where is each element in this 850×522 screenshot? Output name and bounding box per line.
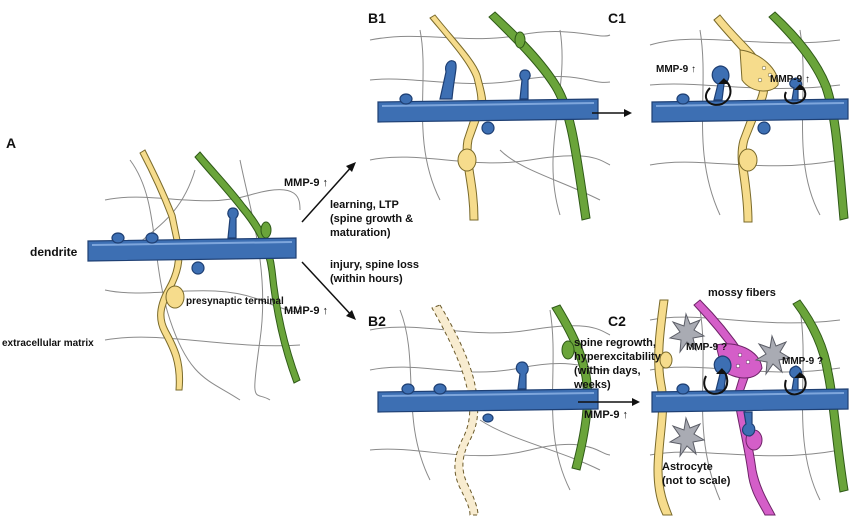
arrowhead-b2-c2	[632, 398, 640, 406]
c2-text-line3: (within days,	[574, 365, 641, 377]
panel-label-c1: C1	[608, 10, 626, 26]
astrocyte-right	[754, 334, 792, 376]
panel-label-a: A	[6, 135, 16, 151]
lower-text-line2: (within hours)	[330, 273, 403, 285]
extracellular-matrix-label: extracellular matrix	[2, 338, 94, 349]
panel-a	[87, 149, 302, 401]
panel-label-b1: B1	[368, 10, 386, 26]
astrocyte-bottom	[668, 416, 706, 458]
c2-mmp-right-label: MMP-9 ?	[782, 356, 823, 367]
upper-text-line2: (spine growth &	[330, 213, 413, 225]
green-axon	[194, 151, 301, 384]
presynaptic-terminal-label: presynaptic terminal	[186, 296, 284, 307]
c1-mmp-right-label: MMP-9 ↑	[770, 74, 810, 85]
upper-text-line3: maturation)	[330, 227, 391, 239]
c2-text-line1: spine regrowth,	[574, 337, 656, 349]
presynaptic-axon	[139, 149, 184, 391]
upper-text-line1: learning, LTP	[330, 199, 399, 211]
arrowhead-a-b1	[346, 162, 356, 172]
panel-label-c2: C2	[608, 313, 626, 329]
c2-text-line4: weeks)	[573, 379, 611, 391]
astrocyte-label-line1: Astrocyte	[662, 461, 713, 473]
arrow-a-b1	[301, 163, 355, 223]
c2-text-line2: hyperexcitability	[574, 351, 662, 363]
panel-c1	[649, 11, 849, 223]
c2-curl-arrow-left	[703, 369, 729, 395]
c2-mmp-label: MMP-9 ↑	[584, 409, 628, 421]
dendrite-label: dendrite	[30, 245, 78, 259]
lower-text-line1: injury, spine loss	[330, 259, 419, 271]
c2-mmp-left-label: MMP-9 ?	[686, 342, 727, 353]
panel-b2	[369, 304, 611, 516]
arrow-a-b2	[301, 261, 355, 319]
panel-b1	[369, 11, 611, 221]
mossy-fibers-label: mossy fibers	[708, 287, 776, 299]
astrocyte-top	[668, 312, 706, 354]
panel-label-b2: B2	[368, 313, 386, 329]
arrowhead-b1-c1	[624, 109, 632, 117]
astrocyte-label-line2: (not to scale)	[662, 475, 731, 487]
lower-mmp-label: MMP-9 ↑	[284, 305, 328, 317]
c1-curl-arrow-left	[704, 79, 732, 106]
c1-mmp-left-label: MMP-9 ↑	[656, 64, 696, 75]
upper-mmp-label: MMP-9 ↑	[284, 177, 328, 189]
panel-c2	[649, 299, 849, 516]
arrowhead-a-b2	[346, 310, 356, 320]
